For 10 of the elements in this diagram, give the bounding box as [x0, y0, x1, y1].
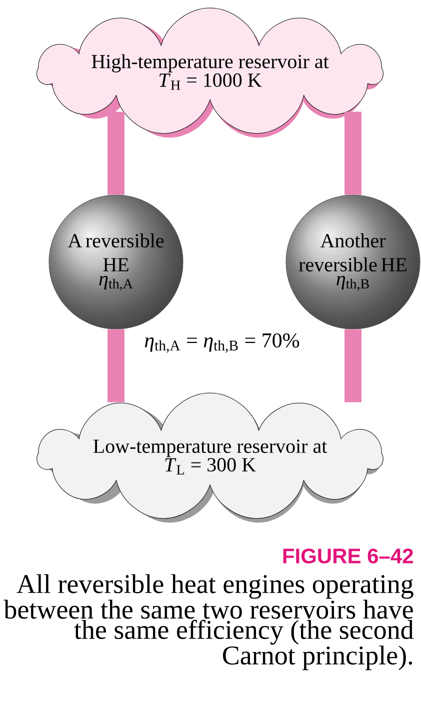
efficiency-label: η$_{th,A}$ = η$_{th,B}$ = 70% — [144, 333, 300, 353]
connecting-bar — [344, 112, 362, 195]
sphere: Another reversible HE η$_{th,B}$ — [286, 194, 420, 330]
sphere: A reversible HE η$_{th,A}$ — [48, 194, 184, 330]
figure-number: FIGURE 6–42 — [283, 548, 413, 564]
caption: All reversible heat engines operating between the same two reservoirs have the same efficiency (the second Carnot principle). — [4, 574, 414, 670]
cloud: High-temperature reservoir at T$_{H}$ = 1000 K — [36, 8, 384, 138]
connecting-bar — [108, 329, 124, 402]
connecting-bar — [344, 329, 362, 402]
cloud: Low-temperature reservoir at T$_{L}$ = 300 K — [36, 392, 384, 523]
